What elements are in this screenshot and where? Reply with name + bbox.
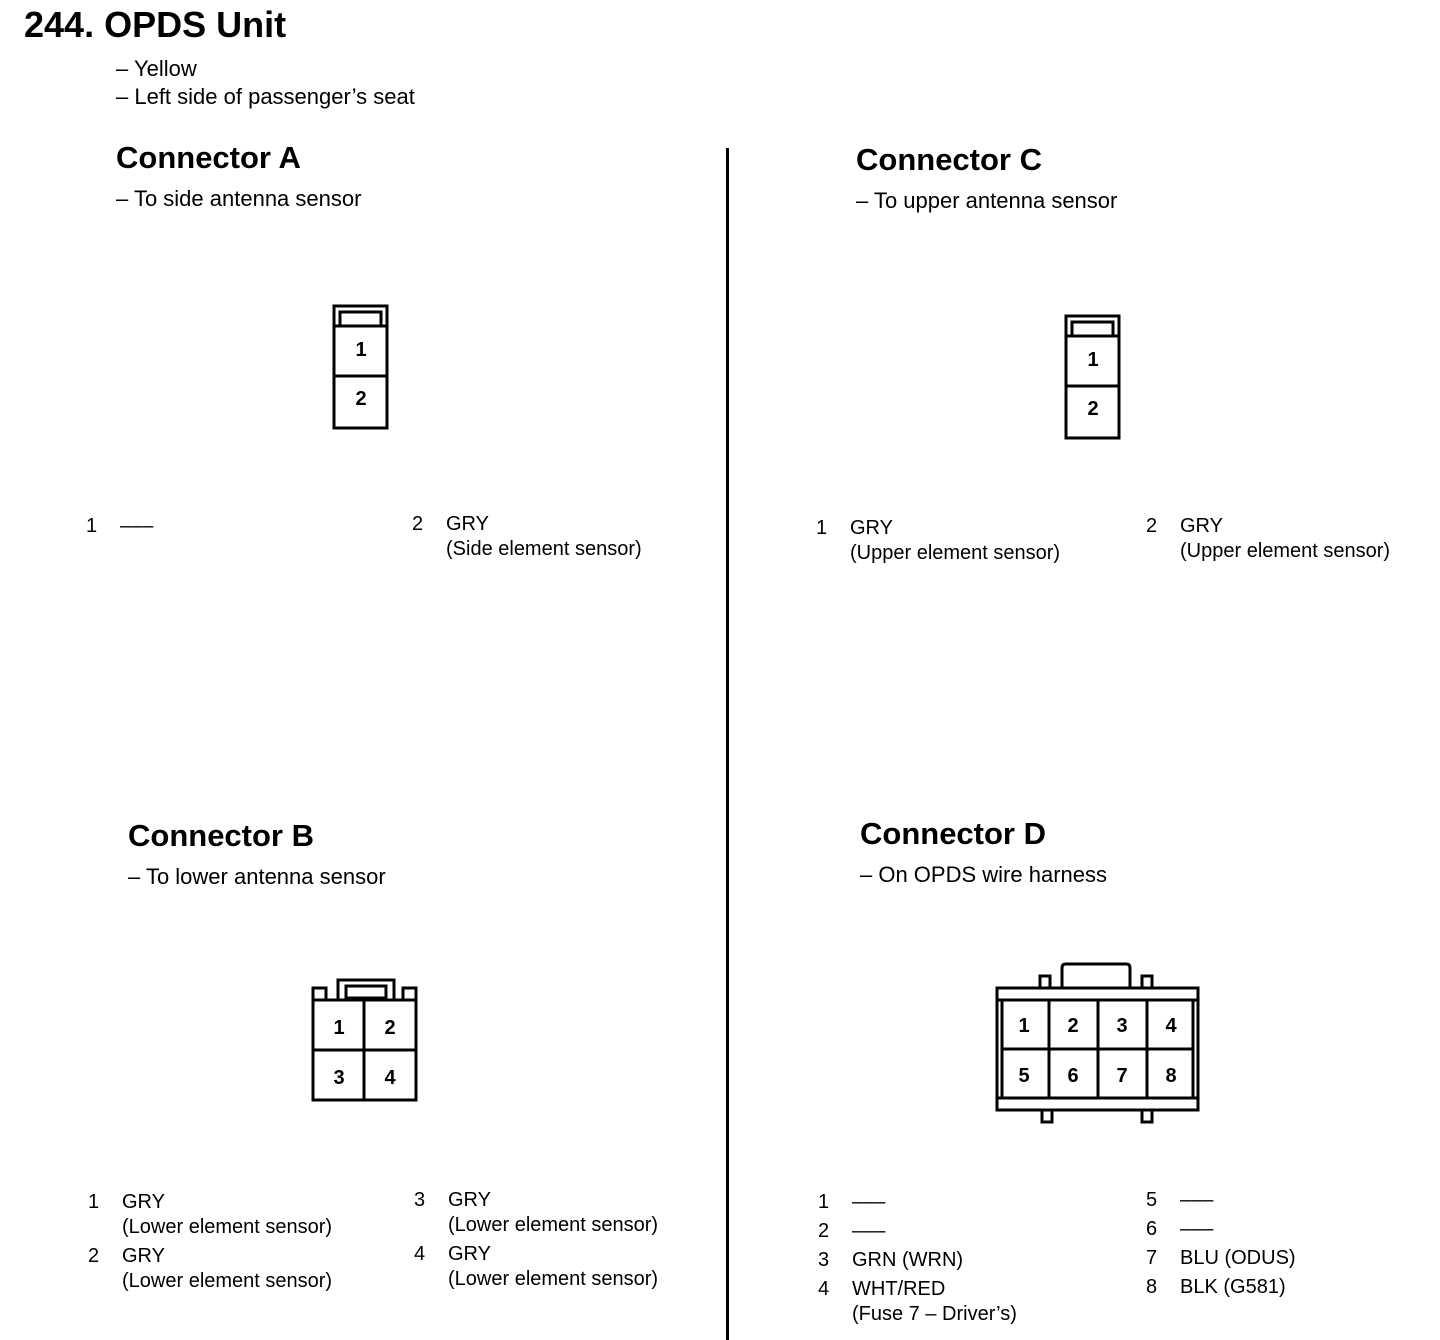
- connector-b-cell-3: 3: [333, 1067, 344, 1089]
- connector-d-pin-2: 2 –––: [818, 1219, 885, 1244]
- pin-wire: GRY: [122, 1245, 165, 1267]
- connector-c-subtitle: – To upper antenna sensor: [856, 188, 1118, 213]
- pin-number: 4: [414, 1243, 426, 1265]
- pin-wire: GRY: [850, 517, 893, 539]
- connector-b-diagram: 1 2 3 4: [311, 978, 418, 1102]
- connector-b-pin-2: 2 GRY (Lower element sensor): [88, 1244, 332, 1294]
- connector-d-pin-7: 7 BLU (ODUS): [1146, 1246, 1296, 1271]
- connector-d-pin-4: 4 WHT/RED (Fuse 7 – Driver’s): [818, 1277, 1017, 1327]
- page-title: 244. OPDS Unit: [24, 4, 287, 45]
- connector-a-subtitle: – To side antenna sensor: [116, 186, 362, 211]
- connector-d-cell-6: 6: [1067, 1065, 1078, 1087]
- connector-c-pin-1: 1 GRY (Upper element sensor): [816, 516, 1060, 566]
- pin-wire: GRY: [448, 1243, 491, 1265]
- pin-number: 7: [1146, 1247, 1158, 1269]
- connector-d-cell-2: 2: [1067, 1015, 1078, 1037]
- pin-wire: –––: [1180, 1218, 1214, 1240]
- pin-function: (Upper element sensor): [850, 542, 1061, 564]
- connector-d-cell-7: 7: [1116, 1065, 1127, 1087]
- connector-d-pin-8: 8 BLK (G581): [1146, 1275, 1286, 1300]
- pin-wire: –––: [120, 515, 154, 537]
- connector-b-title: Connector B: [128, 818, 314, 853]
- connector-b-cell-1: 1: [333, 1017, 344, 1039]
- pin-function: (Lower element sensor): [122, 1270, 333, 1292]
- connector-b-pin-4: 4 GRY (Lower element sensor): [414, 1242, 658, 1292]
- pin-number: 6: [1146, 1218, 1158, 1240]
- connector-b-cell-4: 4: [384, 1067, 396, 1089]
- connector-c-diagram: 1 2: [1064, 314, 1121, 440]
- unit-color-note: – Yellow: [116, 56, 197, 81]
- pin-wire: GRY: [448, 1189, 491, 1211]
- pin-function: (Fuse 7 – Driver’s): [852, 1303, 1017, 1325]
- pin-number: 4: [818, 1278, 830, 1300]
- pin-wire: –––: [852, 1191, 886, 1213]
- connector-a-diagram: 1 2: [332, 304, 389, 430]
- pin-wire: –––: [852, 1220, 886, 1242]
- connector-c-title: Connector C: [856, 142, 1042, 177]
- pin-function: (Lower element sensor): [448, 1214, 659, 1236]
- pin-number: 1: [816, 517, 828, 539]
- vertical-divider: [726, 148, 729, 1340]
- connector-c-cell-1: 1: [1087, 349, 1098, 371]
- connector-b-pin-3: 3 GRY (Lower element sensor): [414, 1188, 658, 1238]
- connector-a-title: Connector A: [116, 140, 301, 175]
- pin-number: 5: [1146, 1189, 1158, 1211]
- connector-d-cell-4: 4: [1165, 1015, 1177, 1037]
- connector-b-cell-2: 2: [384, 1017, 395, 1039]
- connector-a-cell-2: 2: [355, 388, 366, 410]
- connector-c-cell-2: 2: [1087, 398, 1098, 420]
- connector-d-cell-8: 8: [1165, 1065, 1176, 1087]
- pin-wire: –––: [1180, 1189, 1214, 1211]
- pin-number: 2: [818, 1220, 830, 1242]
- pin-wire: GRY: [446, 513, 489, 535]
- pin-wire: GRN (WRN): [852, 1249, 964, 1271]
- connector-b-pin-1: 1 GRY (Lower element sensor): [88, 1190, 332, 1240]
- connector-d-subtitle: – On OPDS wire harness: [860, 862, 1107, 887]
- pin-number: 8: [1146, 1276, 1158, 1298]
- pin-function: (Lower element sensor): [122, 1216, 333, 1238]
- pin-function: (Lower element sensor): [448, 1268, 659, 1290]
- connector-b-subtitle: – To lower antenna sensor: [128, 864, 386, 889]
- connector-d-cell-3: 3: [1116, 1015, 1127, 1037]
- pin-wire: GRY: [122, 1191, 165, 1213]
- pin-wire: BLU (ODUS): [1180, 1247, 1296, 1269]
- connector-d-pin-6: 6 –––: [1146, 1217, 1213, 1242]
- pin-number: 1: [86, 515, 98, 537]
- pin-number: 3: [414, 1189, 426, 1211]
- pin-wire: BLK (G581): [1180, 1276, 1286, 1298]
- connector-d-pin-3: 3 GRN (WRN): [818, 1248, 963, 1273]
- pin-function: (Side element sensor): [446, 538, 642, 560]
- connector-d-pin-5: 5 –––: [1146, 1188, 1213, 1213]
- pin-wire: GRY: [1180, 515, 1223, 537]
- connector-d-diagram: 1 2 3 4 5 6 7 8: [995, 962, 1200, 1124]
- connector-a-cell-1: 1: [355, 339, 366, 361]
- connector-a-pin-2: 2 GRY (Side element sensor): [412, 512, 642, 562]
- connector-d-title: Connector D: [860, 816, 1046, 851]
- pin-number: 2: [88, 1245, 100, 1267]
- connector-d-cell-1: 1: [1018, 1015, 1029, 1037]
- pin-wire: WHT/RED: [852, 1278, 946, 1300]
- pin-number: 1: [818, 1191, 830, 1213]
- unit-location-note: – Left side of passenger’s seat: [116, 84, 415, 109]
- connector-d-pin-1: 1 –––: [818, 1190, 885, 1215]
- connector-c-pin-2: 2 GRY (Upper element sensor): [1146, 514, 1390, 564]
- connector-d-cell-5: 5: [1018, 1065, 1029, 1087]
- pin-number: 2: [1146, 515, 1158, 537]
- pin-number: 2: [412, 513, 424, 535]
- pin-number: 3: [818, 1249, 830, 1271]
- pin-number: 1: [88, 1191, 100, 1213]
- pin-function: (Upper element sensor): [1180, 540, 1391, 562]
- connector-a-pin-1: 1 –––: [86, 514, 153, 539]
